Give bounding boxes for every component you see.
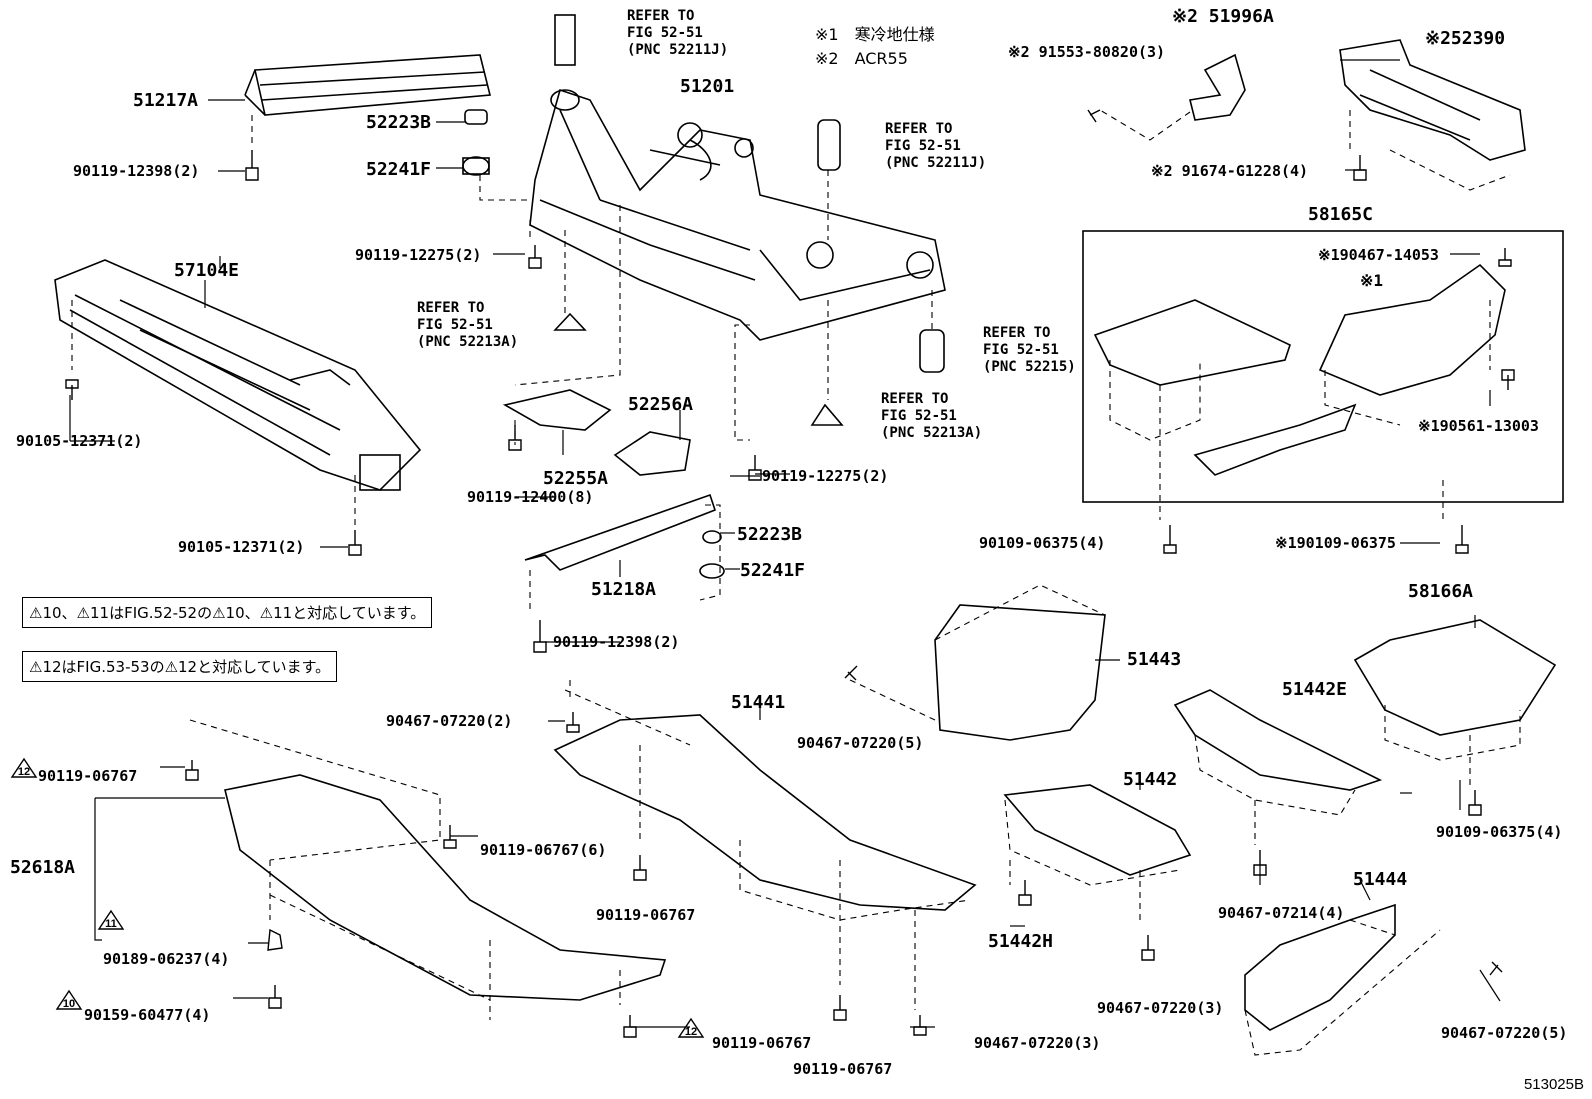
- bolt-label-90119-12398-top[interactable]: 90119-12398(2): [73, 162, 200, 180]
- triangle-text-12: 12: [18, 766, 30, 778]
- part-51444-drawing: [1244, 903, 1396, 1031]
- bolt-label-90119-12398-mid[interactable]: 90119-12398(2): [553, 633, 680, 651]
- bolt-label-90119-06767-bottom2[interactable]: 90119-06767: [793, 1060, 893, 1078]
- part-51201-drawing: [529, 14, 946, 341]
- part-label-51218A[interactable]: 51218A: [591, 579, 657, 600]
- part-58165C-cover: [1318, 263, 1506, 396]
- mark-cold-climate: ※1: [1360, 271, 1384, 290]
- bolt-label-90119-06767-bottom[interactable]: 90119-06767: [712, 1034, 812, 1052]
- bolt-label-90119-12275-mid[interactable]: 90119-12275(2): [762, 467, 889, 485]
- bolt-label-90561-13003[interactable]: ※190561-13003: [1418, 417, 1539, 435]
- part-label-52390[interactable]: ※252390: [1425, 28, 1506, 49]
- note-box-fig-52-52: ⚠10、⚠11はFIG.52-52の⚠10、⚠11と対応しています。: [22, 597, 433, 628]
- part-label-52256A[interactable]: 52256A: [628, 394, 694, 415]
- part-label-52223B-top[interactable]: 52223B: [366, 112, 432, 133]
- part-label-52241F-mid[interactable]: 52241F: [740, 560, 806, 581]
- part-57104E-drawing: [54, 259, 422, 491]
- part-label-51443[interactable]: 51443: [1127, 649, 1182, 670]
- part-52618A-drawing: [224, 774, 667, 1001]
- part-label-51441[interactable]: 51441: [731, 692, 786, 713]
- part-label-58166A[interactable]: 58166A: [1408, 581, 1474, 602]
- part-51996A-drawing: [1189, 53, 1246, 121]
- bolt-label-90467-07220-right[interactable]: 90467-07220(3): [1097, 999, 1224, 1017]
- bolt-label-90119-06767-6[interactable]: 90119-06767(6): [480, 841, 607, 859]
- part-label-51442E[interactable]: 51442E: [1282, 679, 1348, 700]
- bolt-label-91553-80820[interactable]: ※2 91553-80820(3): [1008, 43, 1166, 61]
- bolt-label-90109-06375-right[interactable]: ※190109-06375: [1275, 534, 1396, 552]
- part-label-51996A[interactable]: ※2 51996A: [1172, 6, 1274, 27]
- part-51441-drawing: [553, 714, 977, 911]
- part-label-51442[interactable]: 51442: [1123, 769, 1178, 790]
- legend-note-1: ※1 寒冷地仕様: [815, 25, 935, 44]
- warning-12-icon: [677, 1017, 705, 1038]
- bolt-label-90119-12400[interactable]: 90119-12400(8): [467, 488, 594, 506]
- refer-note-52213A-left: REFER TO FIG 52-51 (PNC 52213A): [417, 300, 519, 350]
- part-52390-drawing: [1339, 39, 1526, 161]
- part-51218A-drawing: [524, 493, 717, 571]
- bolt-label-90467-14053[interactable]: ※190467-14053: [1318, 246, 1439, 264]
- refer-note-52215: REFER TO FIG 52-51 (PNC 52215): [983, 325, 1076, 375]
- refer-note-52211J-top: REFER TO FIG 52-51 (PNC 52211J): [627, 8, 729, 58]
- bolt-label-90159-60477[interactable]: 90159-60477(4): [84, 1006, 211, 1024]
- bolt-label-90109-06375-left[interactable]: 90109-06375(4): [979, 534, 1106, 552]
- triangle-text-10: 10: [63, 998, 75, 1010]
- part-58165C-strip: [1193, 403, 1357, 476]
- part-label-52223B-mid[interactable]: 52223B: [737, 524, 803, 545]
- triangle-text-12b: 12: [685, 1026, 697, 1038]
- bolt-label-90467-07220-far-right[interactable]: 90467-07220(5): [1441, 1024, 1568, 1042]
- bolt-label-90109-06375-bottom[interactable]: 90109-06375(4): [1436, 823, 1563, 841]
- triangle-text-11: 11: [105, 918, 117, 930]
- part-51443-drawing: [934, 604, 1106, 741]
- bolt-label-90467-07220-mid[interactable]: 90467-07220(5): [797, 734, 924, 752]
- part-52255A-drawing: [502, 389, 612, 431]
- refer-note-52213A-right: REFER TO FIG 52-51 (PNC 52213A): [881, 391, 983, 441]
- warning-10-icon: [55, 989, 83, 1010]
- part-label-51201[interactable]: 51201: [680, 76, 735, 97]
- bolt-label-90119-12275-top[interactable]: 90119-12275(2): [355, 246, 482, 264]
- legend-note-2: ※2 ACR55: [815, 49, 908, 68]
- part-58165C-tray: [1093, 299, 1291, 386]
- part-label-52255A[interactable]: 52255A: [543, 468, 609, 489]
- part-51217A-drawing: [244, 54, 492, 176]
- kit-58165C-box: [1082, 230, 1564, 503]
- bolt-label-91674-G1228[interactable]: ※2 91674-G1228(4): [1151, 162, 1309, 180]
- part-51442-drawing: [1003, 784, 1192, 876]
- part-51442E-drawing: [1173, 689, 1383, 791]
- bolt-label-90189-06237[interactable]: 90189-06237(4): [103, 950, 230, 968]
- bolt-label-90467-07220-bottom[interactable]: 90467-07220(3): [974, 1034, 1101, 1052]
- part-label-51217A[interactable]: 51217A: [133, 90, 199, 111]
- warning-11-icon: [97, 909, 125, 930]
- part-label-52618A[interactable]: 52618A: [10, 857, 76, 878]
- part-label-57104E[interactable]: 57104E: [174, 260, 240, 281]
- warning-12-icon: [10, 757, 38, 778]
- part-58166A-drawing: [1353, 619, 1557, 736]
- bolt-label-90119-06767-left[interactable]: 90119-06767: [38, 767, 138, 785]
- figure-id: 513025B: [1523, 1076, 1584, 1093]
- part-52256A-drawing: [613, 431, 691, 476]
- bolt-label-90467-07214[interactable]: 90467-07214(4): [1218, 904, 1345, 922]
- part-label-51444[interactable]: 51444: [1353, 869, 1408, 890]
- bolt-label-90119-06767-mid[interactable]: 90119-06767: [596, 906, 696, 924]
- part-label-51442H[interactable]: 51442H: [988, 931, 1054, 952]
- part-label-58165C[interactable]: 58165C: [1308, 204, 1374, 225]
- refer-note-52211J-right: REFER TO FIG 52-51 (PNC 52211J): [885, 121, 987, 171]
- bolt-label-90467-07220-left[interactable]: 90467-07220(2): [386, 712, 513, 730]
- part-label-52241F-top[interactable]: 52241F: [366, 159, 432, 180]
- bolt-label-90105-12371-bottom[interactable]: 90105-12371(2): [178, 538, 305, 556]
- note-box-fig-53-53: ⚠12はFIG.53-53の⚠12と対応しています。: [22, 651, 338, 682]
- bolt-label-90105-12371-left[interactable]: 90105-12371(2): [16, 432, 143, 450]
